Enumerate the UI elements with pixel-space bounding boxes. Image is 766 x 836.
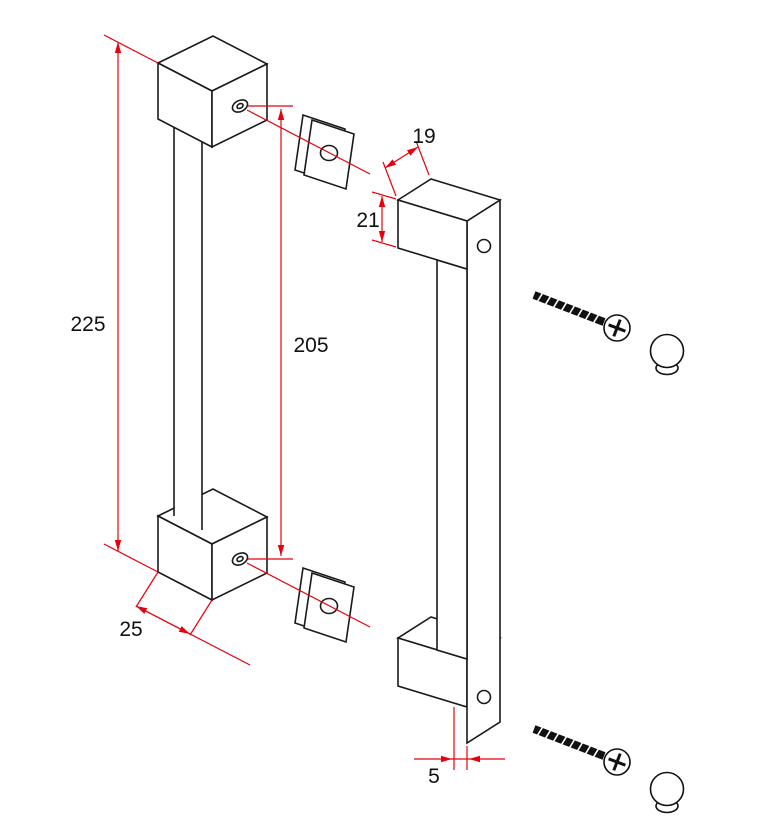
dim-bar-depth: 21 bbox=[356, 191, 397, 248]
screw-top-phillips bbox=[608, 319, 626, 337]
dim-label-205: 205 bbox=[293, 334, 328, 357]
right-view-top-post bbox=[396, 178, 502, 271]
right-view-top-hole bbox=[476, 238, 492, 254]
dim-label-21: 21 bbox=[356, 209, 379, 232]
cover-cap-top bbox=[649, 333, 685, 376]
left-view: 225 205 25 bbox=[70, 34, 371, 666]
axis-line-bottom bbox=[246, 562, 371, 628]
right-view: 19 21 5 bbox=[356, 125, 505, 788]
gasket-top bbox=[294, 113, 355, 191]
dim-overall-length: 225 bbox=[70, 34, 159, 573]
screw-top-thread bbox=[536, 292, 600, 324]
dim-label-225: 225 bbox=[70, 313, 105, 336]
left-view-top-hole bbox=[231, 99, 249, 113]
dim-label-19: 19 bbox=[412, 125, 435, 148]
left-view-bottom-hole bbox=[231, 552, 249, 566]
gasket-bottom bbox=[294, 566, 355, 644]
screw-bottom-thread bbox=[536, 726, 600, 758]
dim-post-section: 25 bbox=[119, 571, 251, 666]
dim-end-offset: 5 bbox=[414, 707, 505, 788]
screw-bottom bbox=[532, 725, 631, 776]
screw-bottom-phillips bbox=[608, 753, 626, 771]
dim-label-5: 5 bbox=[428, 765, 440, 788]
right-view-bar-side bbox=[436, 258, 468, 661]
left-view-top-post bbox=[156, 35, 269, 149]
cover-cap-bottom bbox=[649, 771, 685, 814]
right-view-bottom-hole bbox=[476, 689, 492, 705]
right-view-bar-face bbox=[466, 198, 501, 745]
left-view-grip-bar bbox=[173, 120, 203, 530]
dim-hole-centres: 205 bbox=[248, 105, 329, 560]
dim-bar-width: 19 bbox=[382, 125, 436, 197]
axis-line-top bbox=[246, 109, 371, 175]
screw-top bbox=[532, 291, 631, 342]
dim-label-25: 25 bbox=[119, 618, 142, 641]
